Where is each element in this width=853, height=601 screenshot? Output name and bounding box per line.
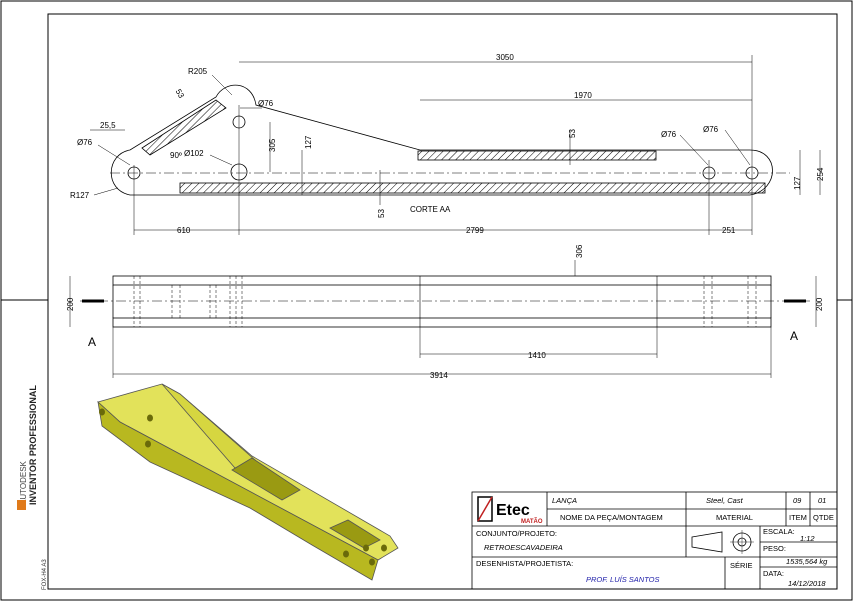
dim-53-mid: 53 (568, 129, 577, 138)
side-view (90, 55, 821, 235)
etec-logo: Etec MATÃO (477, 496, 543, 525)
dim-305: 305 (268, 138, 277, 152)
hatch-top-rib (141, 99, 227, 156)
dim-1410: 1410 (528, 351, 546, 360)
side-view-dimensions: 3050 1970 R205 Ø76 53 25,5 Ø76 90º Ø102 … (70, 53, 825, 235)
date-value: 14/12/2018 (788, 579, 826, 588)
weight-label: PESO: (763, 544, 786, 553)
scale-value: 1:12 (800, 534, 815, 543)
inner-border (47, 13, 838, 590)
dim-254: 254 (816, 167, 825, 181)
item-label: ITEM (789, 513, 807, 522)
designer-value: PROF. LUÍS SANTOS (586, 575, 660, 584)
dim-3050: 3050 (496, 53, 514, 62)
sheet-code: FOX-H4 A3 (42, 559, 48, 590)
side-view-outline (110, 84, 773, 196)
dim-127-right: 127 (793, 176, 802, 190)
item-value: 09 (793, 496, 802, 505)
logo-text: Etec (496, 502, 530, 519)
iso-slot-right (329, 519, 381, 549)
iso-side-face (97, 400, 379, 581)
top-plate-lower (112, 317, 772, 328)
dim-r205: R205 (188, 67, 208, 76)
project-label: CONJUNTO/PROJETO: (476, 529, 557, 538)
iso-slot (231, 457, 301, 501)
dim-dia76-top: Ø76 (258, 99, 274, 108)
dim-dia76-left: Ø76 (77, 138, 93, 147)
dim-306: 306 (575, 244, 584, 258)
dim-r127: R127 (70, 191, 90, 200)
series-label: SÉRIE (730, 561, 753, 570)
dim-90deg: 90º (170, 151, 182, 160)
dim-25-5: 25,5 (100, 121, 116, 130)
projection-symbol-icon (691, 530, 754, 554)
section-label: CORTE AA (410, 205, 451, 214)
qty-label: QTDE (813, 513, 834, 522)
material-label: MATERIAL (716, 513, 753, 522)
logo-subtext: MATÃO (521, 518, 543, 525)
dim-3914: 3914 (430, 371, 448, 380)
cut-label-a-left: A (88, 335, 96, 349)
brand-product: INVENTOR PROFESSIONAL (28, 385, 38, 505)
material-value: Steel, Cast (706, 496, 744, 505)
project-value: RETROESCAVADEIRA (484, 543, 563, 552)
dim-dia76-r2: Ø76 (703, 125, 719, 134)
dim-53-rib: 53 (174, 88, 187, 101)
part-name: LANÇA (552, 496, 577, 505)
top-view-dimensions: 306 200 200 1410 3914 A A (66, 244, 824, 380)
date-label: DATA: (763, 569, 784, 578)
title-block-texts: LANÇA NOME DA PEÇA/MONTAGEM Steel, Cast … (476, 496, 834, 588)
dim-1970: 1970 (574, 91, 592, 100)
dim-2799: 2799 (466, 226, 484, 235)
hatch-bottom-plate (179, 182, 766, 194)
dim-200-left: 200 (66, 297, 75, 311)
qty-value: 01 (818, 496, 826, 505)
etec-logo-icon (477, 496, 493, 522)
dim-dia102: Ø102 (184, 149, 204, 158)
weight-value: 1535,564 kg (786, 557, 828, 566)
scale-label: ESCALA: (763, 527, 795, 536)
dim-610: 610 (177, 226, 191, 235)
iso-view-boom (97, 383, 399, 581)
dim-53-bot: 53 (377, 209, 386, 218)
cut-label-a-right: A (790, 329, 798, 343)
autodesk-brand: AUTODESK INVENTOR PROFESSIONAL (19, 385, 38, 505)
top-plate-upper (112, 275, 772, 286)
hatch-mid-plate (417, 150, 657, 161)
dim-251: 251 (722, 226, 736, 235)
autodesk-logo-icon (17, 500, 26, 510)
title-block (471, 491, 838, 590)
top-view (69, 260, 817, 378)
dim-200-right: 200 (815, 297, 824, 311)
dim-dia76-r1: Ø76 (661, 130, 677, 139)
dim-127-mid: 127 (304, 135, 313, 149)
part-name-label: NOME DA PEÇA/MONTAGEM (560, 513, 663, 522)
brand-company: AUTODESK (19, 460, 28, 505)
designer-label: DESENHISTA/PROJETISTA: (476, 559, 573, 568)
